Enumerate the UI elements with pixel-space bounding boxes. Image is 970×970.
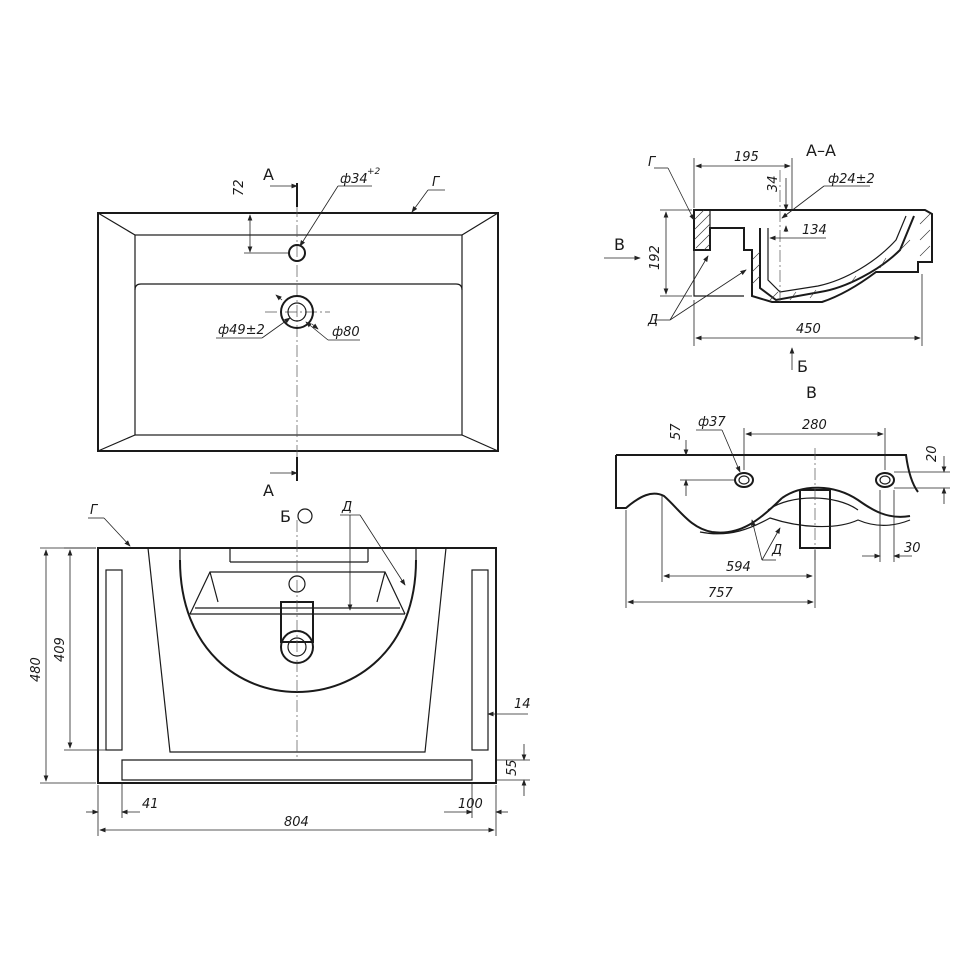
- dim-480: 480: [29, 657, 44, 682]
- callout-d-section: Д: [647, 313, 658, 328]
- side-view-title: В: [806, 383, 817, 402]
- dim-72: 72: [232, 179, 247, 196]
- callout-g-plan: Г: [432, 175, 441, 190]
- dim-phi24: ф24±2: [828, 172, 875, 187]
- dim-20: 20: [925, 445, 940, 462]
- dim-phi34-tolerance: +2: [367, 167, 381, 177]
- plan-basin-edge: [134, 234, 463, 436]
- dim-134: 134: [802, 223, 827, 238]
- dim-14: 14: [514, 697, 531, 712]
- plan-outer-rim: [97, 212, 499, 452]
- dim-409: 409: [53, 637, 68, 662]
- callout-g-front: Г: [90, 503, 99, 518]
- dim-100: 100: [458, 797, 483, 812]
- side-tap-hole-right: [875, 472, 895, 488]
- front-left-rib: [105, 569, 123, 751]
- dim-phi80: ф80: [332, 325, 360, 340]
- side-top-rim: [616, 454, 919, 493]
- front-bowl-side: [147, 547, 447, 753]
- front-overflow-shelf: [189, 571, 406, 615]
- drain-outer: [280, 295, 314, 329]
- section-leg: [693, 250, 744, 297]
- drain-inner: [287, 302, 307, 322]
- side-bowl-rim: [767, 497, 859, 511]
- front-right-rib: [471, 569, 489, 751]
- view-rotation-symbol: [297, 508, 313, 524]
- plan-view: А А 72 ф34 +2 Г ф49±2 ф80: [97, 165, 499, 500]
- section-mark-a-bottom: А: [263, 481, 274, 500]
- dim-55: 55: [505, 759, 520, 776]
- section-bowl-inner: [759, 215, 915, 302]
- dim-594: 594: [726, 560, 751, 575]
- dim-757: 757: [708, 586, 734, 601]
- front-bowl-curve: [179, 559, 417, 694]
- side-bowl-top: [781, 486, 911, 518]
- plan-deck-line: [134, 283, 463, 291]
- section-outline: [693, 209, 933, 303]
- dim-34: 34: [766, 175, 781, 192]
- front-view: Б Г Д 480 409 14 55 41: [29, 500, 531, 836]
- section-hatching: [693, 209, 931, 301]
- dim-804: 804: [284, 815, 309, 830]
- dim-450: 450: [796, 322, 821, 337]
- section-title: А–А: [806, 141, 836, 160]
- dim-195: 195: [734, 150, 759, 165]
- section-mark-a-top: А: [263, 165, 274, 184]
- section-view: А–А 195: [604, 141, 933, 376]
- callout-d-side: Д: [771, 543, 782, 558]
- dim-280: 280: [802, 418, 827, 433]
- callout-g-section: Г: [648, 155, 657, 170]
- view-label-b: Б: [280, 507, 291, 526]
- dim-30: 30: [904, 541, 921, 556]
- dim-192: 192: [648, 245, 663, 270]
- dim-phi34: ф34: [340, 172, 368, 187]
- callout-d-front: Д: [341, 500, 352, 515]
- view-arrow-b: Б: [797, 357, 808, 376]
- side-tap-hole-left: [734, 472, 754, 488]
- front-bottom-lip: [121, 759, 473, 781]
- dim-41: 41: [142, 797, 159, 812]
- view-arrow-v: В: [614, 235, 625, 254]
- dim-phi37: ф37: [698, 415, 726, 430]
- dim-57: 57: [669, 423, 684, 440]
- side-view: В 57 ф37 280 20: [615, 383, 950, 608]
- dim-phi49: ф49±2: [218, 323, 265, 338]
- side-bowl-bottom: [699, 517, 911, 535]
- side-left-profile: [615, 455, 783, 534]
- section-bowl-wall: [767, 215, 907, 293]
